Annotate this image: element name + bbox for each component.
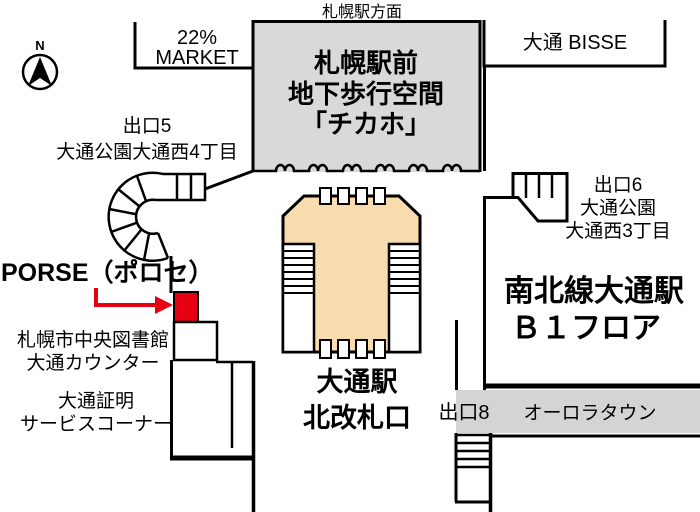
porse-arrow [94, 288, 156, 307]
chikaho-area-border [251, 20, 482, 172]
porse-callout: PORSE（ポロセ） [1, 258, 214, 323]
exit5-area: 出口5 大通公園大通西4丁目 [56, 115, 254, 293]
certificate-label-line1: 大通証明 [58, 390, 134, 412]
namboku-label-line1: 南北線大通駅 [504, 274, 684, 308]
exit6-label-line3: 大通西3丁目 [565, 220, 671, 242]
aurora-town-area: 出口8 オーロラタウン [438, 320, 700, 512]
market22-border [133, 22, 253, 70]
bisse-label: 大通 BISSE [523, 31, 627, 54]
compass-north-label: N [35, 38, 44, 53]
exit6-label-line2: 大通公園 [580, 197, 656, 219]
bisse-border [482, 20, 667, 68]
concourse-left-stairs [281, 242, 316, 354]
exit6-label-line1: 出口6 [594, 174, 643, 196]
chikaho-label-line1: 札幌駅前 [314, 48, 418, 78]
compass-icon: N [21, 38, 59, 91]
chikaho-area-fill [253, 20, 480, 172]
porse-location-marker [173, 291, 199, 323]
market22-label-line1: 22% [177, 27, 217, 49]
chikaho-label-line2: 地下歩行空間 [288, 79, 444, 109]
chikaho-label-line3: 「チカホ」 [301, 109, 431, 139]
north-gate-label-line1: 大通駅 [317, 367, 398, 397]
aurora-town-band [456, 390, 700, 433]
ticket-gates-south [319, 339, 386, 359]
b1-floor-area: 南北線大通駅 Ｂ１フロア [483, 66, 700, 390]
porse-arrowhead [155, 296, 173, 314]
exit5-spiral-stairs [107, 171, 207, 263]
exit8-label: 出口8 [438, 401, 489, 424]
chikaho-gate-scallops [253, 163, 480, 173]
exit6-area: 出口6 大通公園 大通西3丁目 [483, 172, 671, 242]
ticket-gates-north [319, 187, 386, 205]
library-counter-area: 札幌市中央図書館 大通カウンター [17, 320, 219, 374]
certificate-room-walls [170, 360, 256, 512]
compass-needle [28, 57, 52, 86]
certificate-corner-area: 大通証明 サービスコーナー [20, 360, 256, 512]
exit5-corridor-wall [204, 169, 254, 191]
market22-store: 22% MARKET [133, 22, 253, 70]
exit5-label-line1: 出口5 [123, 115, 172, 137]
concourse-right-stairs [387, 242, 422, 354]
exit8-stairs [454, 433, 493, 512]
library-counter-box [172, 320, 219, 362]
chikaho-area: 札幌駅前 地下歩行空間 「チカホ」 [251, 20, 482, 173]
exit6-stairs [483, 172, 569, 223]
sapporo-station-direction-label: 札幌駅方面 [322, 3, 402, 21]
bisse-store: 大通 BISSE [482, 20, 667, 68]
aurora-town-label: オーロラタウン [523, 402, 656, 424]
namboku-label-line2: Ｂ１フロア [511, 312, 661, 345]
library-label-line1: 札幌市中央図書館 [17, 329, 169, 351]
exit5-label-line2: 大通公園大通西4丁目 [56, 141, 238, 163]
library-label-line2: 大通カウンター [26, 352, 159, 374]
certificate-label-line2: サービスコーナー [20, 413, 172, 435]
compass-circle [21, 53, 59, 91]
north-gate-label-line2: 北改札口 [303, 403, 411, 433]
north-gate-concourse: 大通駅 北改札口 [281, 187, 422, 433]
porse-label: PORSE（ポロセ） [1, 258, 214, 287]
market22-label-line2: MARKET [155, 47, 238, 69]
